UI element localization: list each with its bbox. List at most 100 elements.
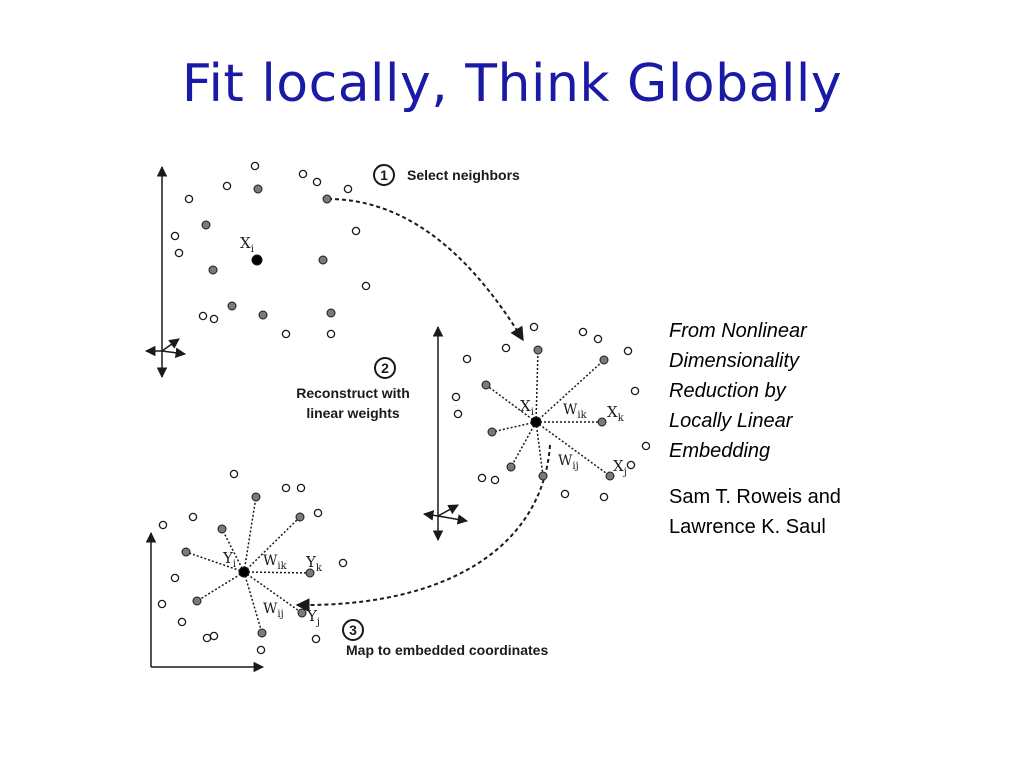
panel3-axes bbox=[145, 531, 265, 673]
step3-label: Map to embedded coordinates bbox=[346, 642, 548, 658]
reference-line: From Nonlinear bbox=[669, 320, 807, 342]
arc-step1-to-step2 bbox=[327, 198, 524, 342]
step1-marker: 1 bbox=[373, 164, 395, 186]
step3-marker: 3 bbox=[342, 619, 364, 641]
sample-point bbox=[177, 617, 187, 627]
x-i-label-panel2: Xi bbox=[520, 397, 534, 418]
neighbor-link bbox=[243, 496, 257, 573]
lle-diagram: 1 Select neighbors 2 Reconstruct with li… bbox=[145, 161, 650, 673]
sample-point bbox=[202, 633, 212, 643]
y-j-label: Yj bbox=[306, 607, 320, 628]
neighbor-link bbox=[535, 349, 539, 423]
neighbor-link bbox=[243, 571, 311, 574]
neighbor-link bbox=[221, 528, 245, 573]
sample-point bbox=[174, 248, 184, 258]
sample-point bbox=[477, 473, 487, 483]
neighbor-point bbox=[506, 462, 516, 472]
reference-line: Embedding bbox=[669, 440, 771, 462]
sample-point bbox=[529, 322, 539, 332]
x-k-label: Xk bbox=[607, 403, 625, 424]
sample-point bbox=[623, 346, 633, 356]
neighbor-link bbox=[196, 571, 245, 602]
sample-point bbox=[256, 645, 266, 655]
sample-point bbox=[560, 489, 570, 499]
neighbor-point bbox=[605, 471, 615, 481]
sample-point bbox=[198, 311, 208, 321]
neighbor-point bbox=[305, 568, 315, 578]
sample-point bbox=[361, 281, 371, 291]
arc-step2-to-step3 bbox=[295, 444, 551, 613]
sample-point bbox=[593, 334, 603, 344]
w-ij-label-panel2: Wij bbox=[558, 453, 579, 472]
sample-point bbox=[313, 508, 323, 518]
neighbor-point bbox=[322, 194, 332, 204]
neighbor-point bbox=[217, 524, 227, 534]
neighbor-point bbox=[297, 608, 307, 618]
neighbor-point bbox=[599, 355, 609, 365]
sample-point bbox=[229, 469, 239, 479]
center-point bbox=[251, 254, 263, 266]
neighbor-point bbox=[295, 512, 305, 522]
sample-point bbox=[311, 634, 321, 644]
neighbor-link bbox=[510, 421, 537, 468]
panel2-axes bbox=[422, 325, 469, 542]
w-ik-label-panel2: Wik bbox=[563, 402, 588, 421]
w-ij-label-panel3: Wij bbox=[263, 601, 284, 620]
sample-point bbox=[338, 558, 348, 568]
sample-point bbox=[157, 599, 167, 609]
neighbor-link bbox=[243, 571, 263, 634]
neighbor-link bbox=[535, 421, 611, 477]
neighbor-link bbox=[243, 516, 301, 573]
step2-number: 2 bbox=[381, 360, 389, 376]
sample-point bbox=[641, 441, 650, 451]
paper-authors: Sam T. Roweis and Lawrence K. Saul bbox=[669, 482, 909, 542]
neighbor-point bbox=[253, 184, 263, 194]
neighbor-point bbox=[597, 417, 607, 427]
center-point bbox=[238, 566, 250, 578]
reference-line: Dimensionality bbox=[669, 350, 800, 372]
sample-point bbox=[209, 314, 219, 324]
citation: From Nonlinear Dimensionality Reduction … bbox=[669, 316, 909, 542]
sample-point bbox=[250, 161, 260, 171]
neighbor-point bbox=[181, 547, 191, 557]
step2-label-line1: Reconstruct with bbox=[296, 385, 410, 401]
neighbor-link bbox=[535, 359, 605, 423]
step3-number: 3 bbox=[349, 622, 357, 638]
neighbor-link bbox=[535, 421, 544, 477]
sample-point bbox=[312, 177, 322, 187]
sample-point bbox=[451, 392, 461, 402]
sample-point bbox=[184, 194, 194, 204]
sample-point bbox=[462, 354, 472, 364]
sample-point bbox=[281, 483, 291, 493]
sample-point bbox=[351, 226, 361, 236]
neighbor-point bbox=[227, 301, 237, 311]
data-points bbox=[157, 161, 650, 655]
sample-point bbox=[281, 329, 291, 339]
sample-point bbox=[501, 343, 511, 353]
sample-point bbox=[626, 460, 636, 470]
sample-point bbox=[209, 631, 219, 641]
author-line: Sam T. Roweis and bbox=[669, 486, 841, 508]
sample-point bbox=[343, 184, 353, 194]
sample-point bbox=[326, 329, 336, 339]
neighbor-point bbox=[318, 255, 328, 265]
reference-line: Locally Linear bbox=[669, 410, 793, 432]
sample-point bbox=[453, 409, 463, 419]
neighbor-point bbox=[326, 308, 336, 318]
neighbor-point bbox=[533, 345, 543, 355]
neighbor-point bbox=[192, 596, 202, 606]
center-point bbox=[530, 416, 542, 428]
neighbor-lines bbox=[185, 349, 611, 634]
sample-point bbox=[222, 181, 232, 191]
step2-marker: 2 bbox=[374, 357, 396, 379]
step1-number: 1 bbox=[380, 167, 388, 183]
sample-point bbox=[188, 512, 198, 522]
neighbor-point bbox=[257, 628, 267, 638]
sample-point bbox=[599, 492, 609, 502]
author-line: Lawrence K. Saul bbox=[669, 516, 826, 538]
step2-label-line2: linear weights bbox=[306, 405, 400, 421]
neighbor-point bbox=[208, 265, 218, 275]
panel1-axes bbox=[145, 165, 187, 379]
neighbor-point bbox=[201, 220, 211, 230]
neighbor-point bbox=[251, 492, 261, 502]
